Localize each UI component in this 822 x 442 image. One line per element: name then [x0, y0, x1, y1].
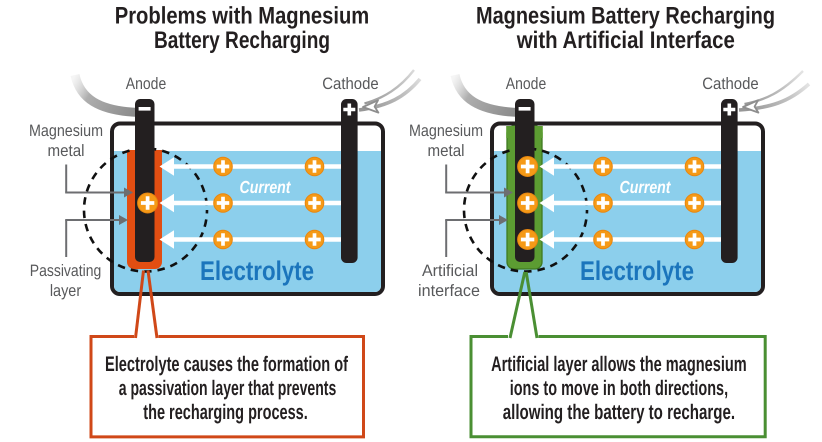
- svg-text:Magnesium: Magnesium: [29, 122, 103, 140]
- svg-text:Artificial: Artificial: [422, 262, 478, 280]
- svg-text:layer: layer: [50, 282, 82, 300]
- svg-text:Battery Recharging: Battery Recharging: [154, 27, 330, 54]
- svg-text:Electrolyte: Electrolyte: [200, 256, 314, 286]
- svg-text:Electrolyte: Electrolyte: [580, 256, 694, 286]
- svg-text:interface: interface: [418, 282, 480, 300]
- svg-text:Magnesium Battery Recharging: Magnesium Battery Recharging: [476, 2, 775, 29]
- svg-text:ions to move in both direction: ions to move in both directions,: [510, 377, 728, 400]
- svg-text:metal: metal: [48, 142, 85, 160]
- svg-text:Anode: Anode: [126, 75, 167, 93]
- svg-text:the recharging process.: the recharging process.: [143, 401, 308, 424]
- svg-text:a passivation layer that preve: a passivation layer that prevents: [119, 377, 337, 400]
- svg-text:Passivating: Passivating: [30, 262, 102, 280]
- svg-text:Artificial layer allows the ma: Artificial layer allows the magnesium: [491, 353, 747, 376]
- svg-text:allowing the battery to rechar: allowing the battery to recharge.: [503, 401, 735, 424]
- svg-text:Cathode: Cathode: [702, 75, 759, 93]
- svg-text:metal: metal: [428, 142, 465, 160]
- svg-text:Current: Current: [240, 177, 292, 197]
- svg-text:Magnesium: Magnesium: [409, 122, 483, 140]
- svg-text:Cathode: Cathode: [322, 75, 379, 93]
- svg-text:Current: Current: [620, 177, 672, 197]
- svg-text:Problems with Magnesium: Problems with Magnesium: [115, 2, 370, 29]
- svg-text:with Artificial Interface: with Artificial Interface: [516, 27, 735, 54]
- svg-text:Anode: Anode: [506, 75, 547, 93]
- svg-text:Electrolyte causes the formati: Electrolyte causes the formation of: [105, 353, 349, 376]
